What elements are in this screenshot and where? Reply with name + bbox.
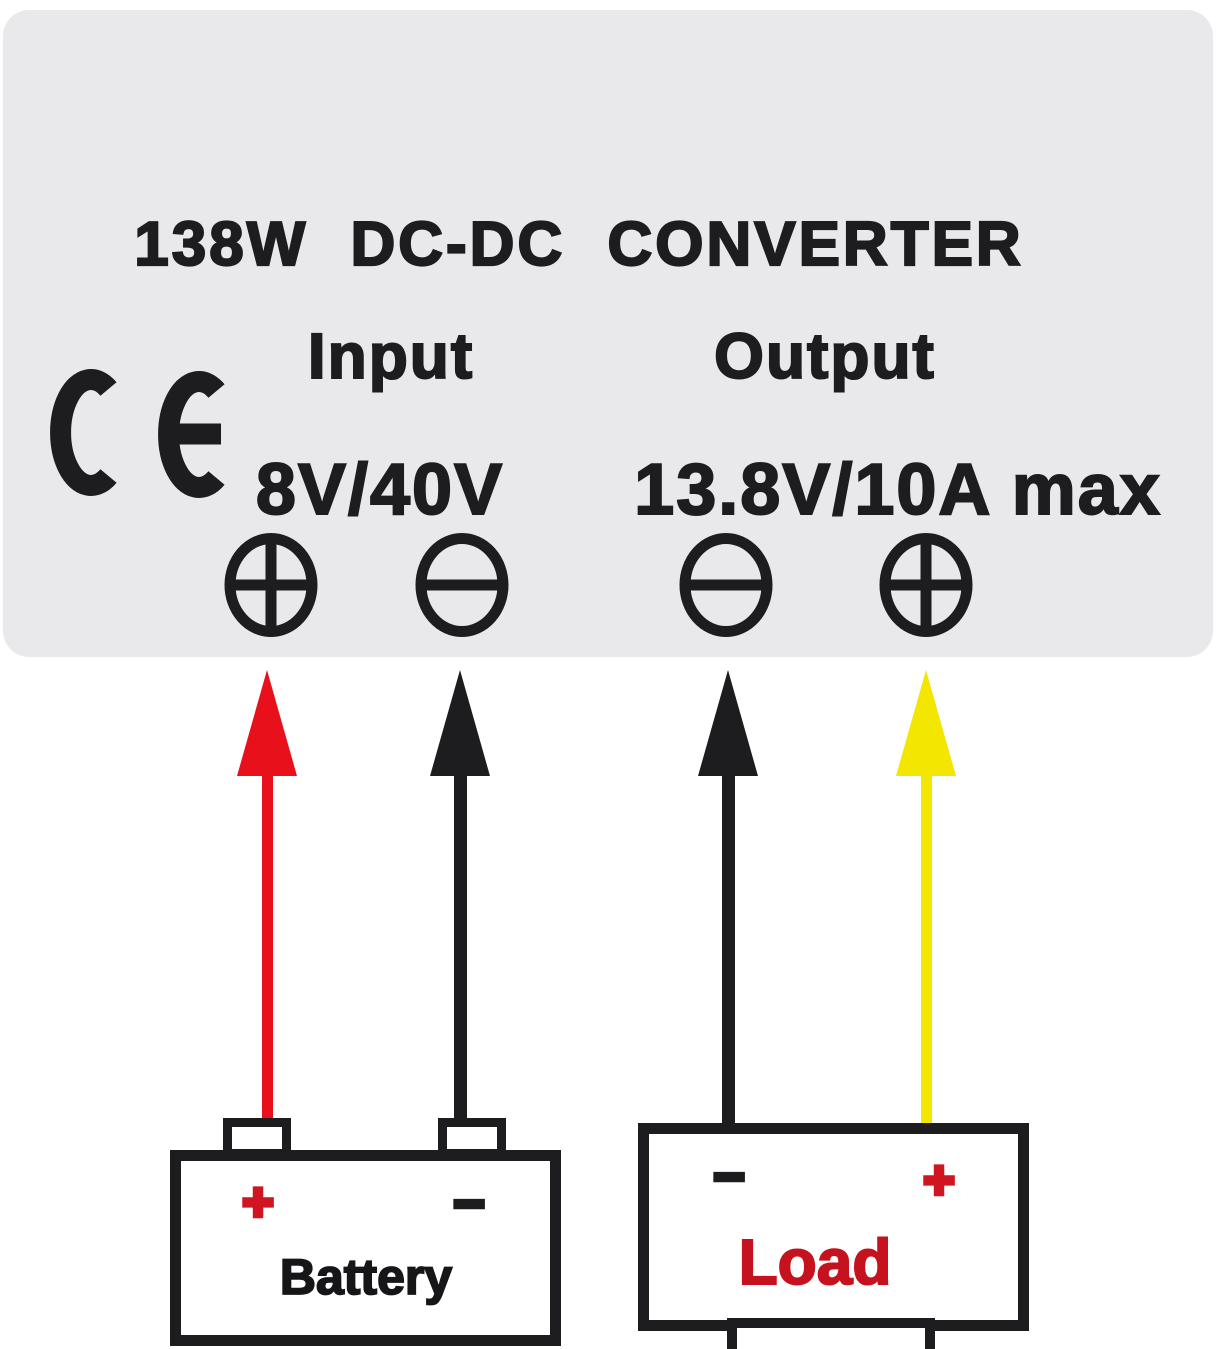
battery-negative-arrowhead-icon (430, 670, 490, 776)
output-negative-terminal-icon (679, 533, 773, 637)
load-label: Load (738, 1226, 893, 1298)
output-rating: 13.8V/10A max (633, 450, 1162, 530)
battery-label: Battery (279, 1249, 453, 1305)
load-box (638, 1123, 1029, 1331)
load-minus-sign: − (711, 1147, 747, 1207)
load-plus-sign: + (921, 1150, 957, 1210)
load-positive-arrowhead-icon (896, 670, 956, 776)
input-rating: 8V/40V (255, 450, 505, 530)
battery-plus-sign: + (240, 1172, 276, 1232)
load-bottom-slot (727, 1318, 935, 1349)
battery-negative-wire (454, 772, 467, 1122)
converter-title: 138W DC-DC CONVERTER (133, 210, 1024, 279)
input-negative-terminal-icon (415, 533, 509, 637)
battery-box (170, 1150, 561, 1346)
battery-minus-sign: − (451, 1174, 487, 1234)
ce-mark-icon (50, 369, 225, 498)
output-label: Output (713, 320, 936, 392)
input-positive-terminal-icon (224, 533, 318, 637)
load-positive-wire (921, 772, 932, 1130)
output-positive-terminal-icon (879, 533, 973, 637)
load-negative-wire (722, 772, 735, 1130)
converter-panel: 138W DC-DC CONVERTER Input Output 8V/40V… (3, 10, 1213, 657)
battery-positive-arrowhead-icon (237, 670, 297, 776)
load-negative-arrowhead-icon (698, 670, 758, 776)
battery-positive-wire (262, 772, 273, 1122)
input-label: Input (307, 320, 475, 392)
